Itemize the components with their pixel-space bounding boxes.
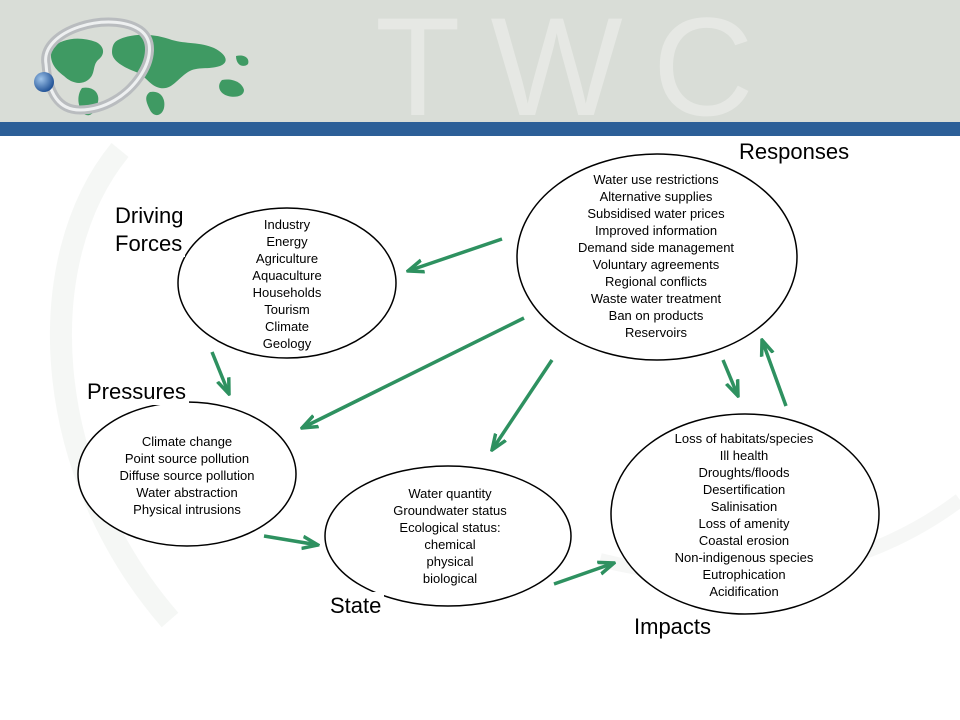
state-list: Water quantity Groundwater status Ecolog… xyxy=(370,485,530,587)
responses-item: Water use restrictions xyxy=(593,172,719,187)
responses-item: Subsidised water prices xyxy=(587,206,725,221)
pressures-item: Climate change xyxy=(141,434,233,449)
driving-forces-item: Aquaculture xyxy=(252,268,322,283)
pressures-item: Point source pollution xyxy=(124,451,250,466)
driving-forces-item: Geology xyxy=(262,336,312,351)
arrow-responses-to-impacts xyxy=(721,359,738,396)
responses-item: Demand side management xyxy=(577,240,735,255)
driving-forces-item: Agriculture xyxy=(255,251,319,266)
arrow-impacts-to-responses xyxy=(762,340,788,407)
driving-forces-ellipse xyxy=(177,207,397,359)
arrow-responses-to-driving-forces xyxy=(408,237,503,271)
state-item: physical xyxy=(426,554,474,569)
impacts-item: Acidification xyxy=(709,584,779,599)
header-divider-bar xyxy=(0,122,960,136)
responses-item: Regional conflicts xyxy=(605,274,707,289)
impacts-item: Eutrophication xyxy=(702,567,786,582)
responses-item: Voluntary agreements xyxy=(592,257,720,272)
globe-icon xyxy=(34,72,54,92)
impacts-item: Non-indigenous species xyxy=(674,550,814,565)
driving-forces-item: Climate xyxy=(264,319,310,334)
logo xyxy=(34,17,249,116)
state-item: Groundwater status xyxy=(393,503,507,518)
label-state: State xyxy=(327,592,385,619)
impacts-item: Desertification xyxy=(702,482,786,497)
responses-item: Waste water treatment xyxy=(590,291,722,306)
driving-forces-item: Industry xyxy=(263,217,311,232)
driving-forces-item: Tourism xyxy=(264,302,310,317)
responses-item: Improved information xyxy=(594,223,718,238)
label-pressures: Pressures xyxy=(84,378,190,405)
arrow-pressures-to-state xyxy=(263,534,318,545)
responses-list: Water use restrictions Alternative suppl… xyxy=(556,171,756,341)
state-item: chemical xyxy=(424,537,476,552)
pressures-item: Physical intrusions xyxy=(133,502,241,517)
responses-item: Reservoirs xyxy=(624,325,688,340)
driving-forces-list: Industry Energy Agriculture Aquaculture … xyxy=(207,216,367,352)
watermark-text: TWC xyxy=(375,0,784,145)
label-responses: Responses xyxy=(736,138,853,165)
pressures-item: Water abstraction xyxy=(136,485,238,500)
pressures-list: Climate change Point source pollution Di… xyxy=(107,433,267,518)
label-driving-forces-line2: Forces xyxy=(112,230,186,257)
impacts-item: Coastal erosion xyxy=(698,533,790,548)
arrow-driving-forces-to-pressures xyxy=(210,351,229,394)
state-ellipse xyxy=(324,465,572,607)
state-item: biological xyxy=(422,571,478,586)
state-item: Water quantity xyxy=(408,486,492,501)
impacts-ellipse xyxy=(610,413,880,615)
label-impacts: Impacts xyxy=(631,613,715,640)
arrow-state-to-impacts xyxy=(553,563,614,586)
pressures-item: Diffuse source pollution xyxy=(119,468,255,483)
state-item: Ecological status: xyxy=(399,520,501,535)
responses-ellipse xyxy=(516,153,798,361)
arrow-responses-to-state xyxy=(492,359,554,450)
responses-item: Alternative supplies xyxy=(599,189,713,204)
impacts-item: Droughts/floods xyxy=(698,465,790,480)
impacts-item: Loss of habitats/species xyxy=(674,431,814,446)
impacts-item: Ill health xyxy=(719,448,769,463)
driving-forces-item: Energy xyxy=(266,234,308,249)
impacts-item: Salinisation xyxy=(710,499,778,514)
arrow-responses-to-pressures xyxy=(302,316,525,428)
responses-item: Ban on products xyxy=(608,308,704,323)
impacts-item: Loss of amenity xyxy=(698,516,790,531)
driving-forces-item: Households xyxy=(252,285,322,300)
label-driving-forces-line1: Driving xyxy=(112,202,187,229)
impacts-list: Loss of habitats/species Ill health Drou… xyxy=(644,430,844,600)
